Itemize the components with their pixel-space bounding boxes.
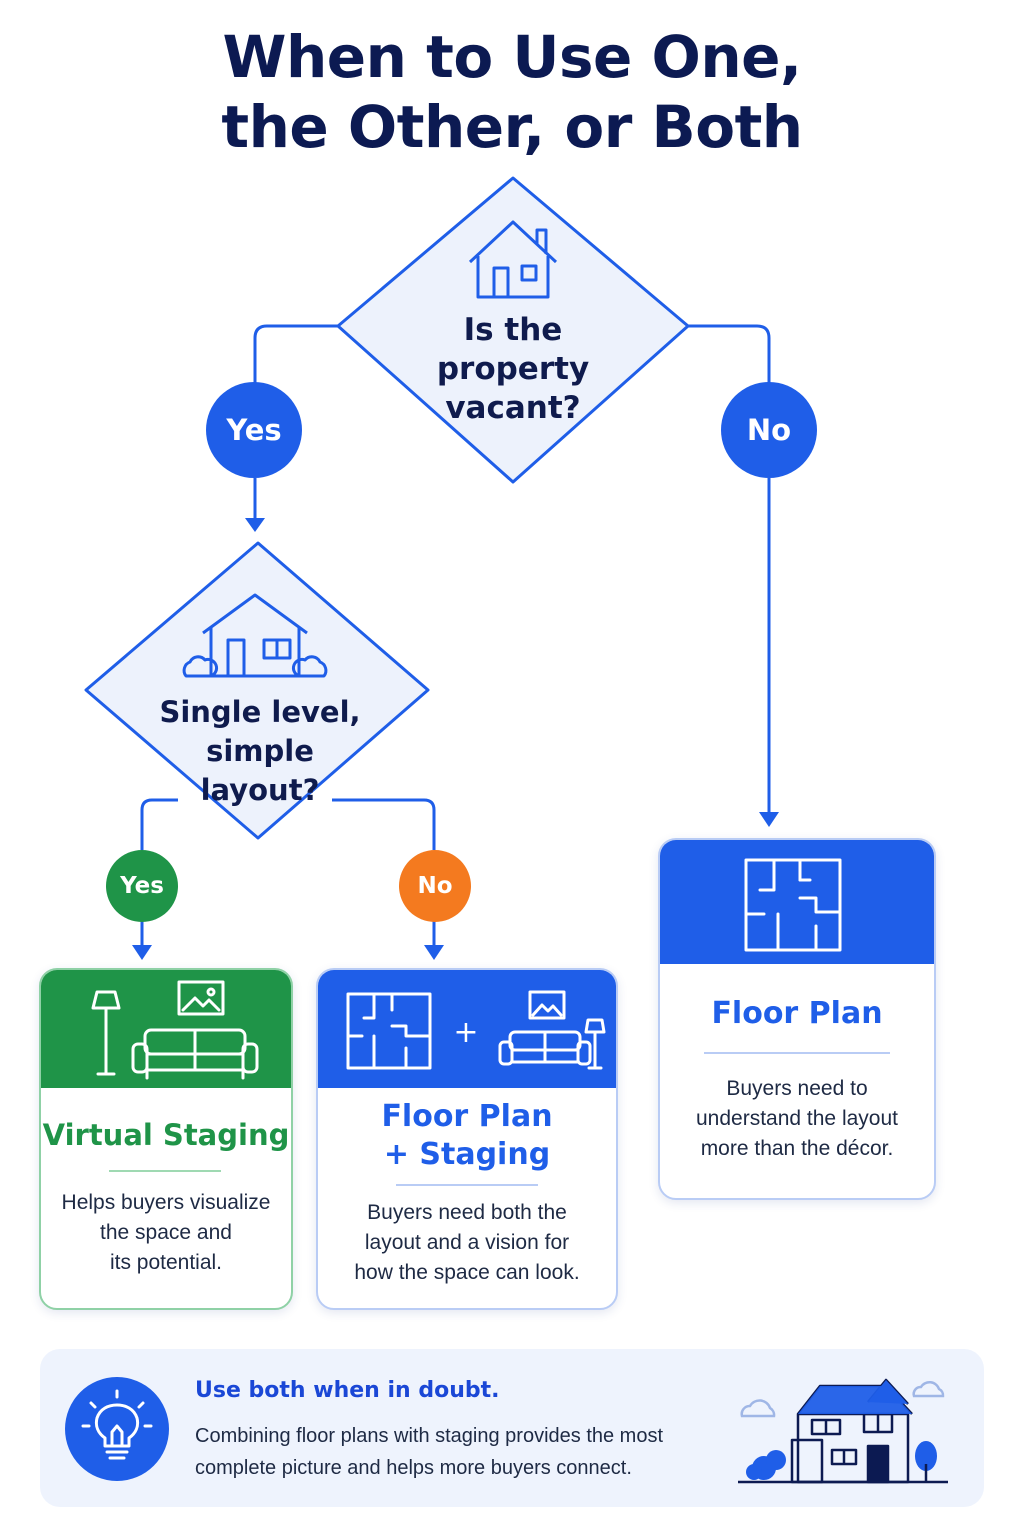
sofa-icon (498, 1030, 592, 1066)
card-floor-plan-staging-desc-2: layout and a vision for (364, 1231, 570, 1254)
card-floor-plan-title: Floor Plan (711, 996, 883, 1031)
floor-plan-icons (744, 858, 842, 952)
card-virtual-staging-desc-1: Helps buyers visualize (61, 1191, 271, 1214)
lightbulb-badge (65, 1377, 169, 1481)
card-floor-plan-staging-title-2: + Staging (383, 1137, 551, 1172)
card-floor-plan-desc-2: understand the layout (696, 1107, 898, 1130)
card-virtual-staging: Virtual Staging Helps buyers visualize t… (39, 968, 293, 1310)
branch-vacant-yes-badge: Yes (206, 382, 302, 478)
card-floor-plan-header (660, 840, 934, 964)
decision-vacant-line-2: property (436, 351, 590, 387)
connector-layout-no (332, 798, 436, 850)
card-floor-plan: Floor Plan Buyers need to understand the… (658, 838, 936, 1200)
banner-text-line-1: Combining floor plans with staging provi… (195, 1425, 664, 1447)
card-floor-plan-staging-rule (396, 1184, 538, 1186)
page-title-line-2: the Other, or Both (221, 93, 803, 161)
decision-layout-line-1: Single level, (159, 695, 361, 729)
card-virtual-staging-header (41, 970, 291, 1088)
banner-heading: Use both when in doubt. (195, 1378, 500, 1403)
virtual-staging-icons (91, 980, 259, 1080)
card-floor-plan-staging-title-1: Floor Plan (381, 1099, 553, 1134)
card-floor-plan-rule (704, 1052, 890, 1054)
sofa-icon (131, 1028, 259, 1080)
connector-vacant-yes (253, 324, 338, 385)
page-title-line-1: When to Use One, (222, 23, 802, 91)
two-story-house-icon (738, 1378, 948, 1484)
card-floor-plan-desc-3: more than the décor. (700, 1137, 894, 1160)
decision-vacant-line-1: Is the (463, 312, 563, 348)
card-virtual-staging-desc-2: the space and (100, 1221, 232, 1244)
floor-lamp-icon (91, 990, 121, 1076)
floor-plan-staging-icons: + (346, 990, 606, 1070)
picture-icon (177, 980, 225, 1016)
card-floor-plan-desc-1: Buyers need to (726, 1077, 868, 1100)
decision-layout-line-3: layout? (200, 773, 320, 807)
card-virtual-staging-desc-3: its potential. (109, 1251, 223, 1274)
card-floor-plan-staging: + Floor Plan + Staging Buyers need both … (316, 968, 618, 1310)
branch-layout-yes-badge: Yes (106, 850, 178, 922)
decision-diamond-layout (84, 541, 430, 840)
banner-text-line-2: complete picture and helps more buyers c… (195, 1457, 632, 1479)
branch-vacant-no-badge: No (721, 382, 817, 478)
floor-plan-icon (744, 858, 842, 952)
plus-symbol: + (453, 1015, 478, 1050)
decision-layout-line-2: simple (206, 734, 314, 768)
card-virtual-staging-title: Virtual Staging (42, 1118, 290, 1152)
decision-diamond-vacant (336, 176, 690, 484)
floor-lamp-icon (584, 1018, 606, 1070)
card-floor-plan-staging-desc-3: how the space can look. (354, 1261, 580, 1284)
card-virtual-staging-rule (109, 1170, 221, 1172)
branch-layout-no-badge: No (399, 850, 471, 922)
picture-icon (528, 990, 566, 1020)
decision-vacant-line-3: vacant? (445, 390, 581, 426)
house-icon (468, 220, 558, 299)
floor-plan-icon (346, 992, 432, 1070)
connector-layout-yes (140, 798, 178, 850)
connector-vacant-no (688, 324, 771, 385)
house-with-bushes-icon (182, 593, 328, 678)
card-floor-plan-staging-header: + (318, 970, 616, 1088)
card-floor-plan-staging-desc-1: Buyers need both the (367, 1201, 567, 1224)
lightbulb-icon (81, 1389, 153, 1460)
